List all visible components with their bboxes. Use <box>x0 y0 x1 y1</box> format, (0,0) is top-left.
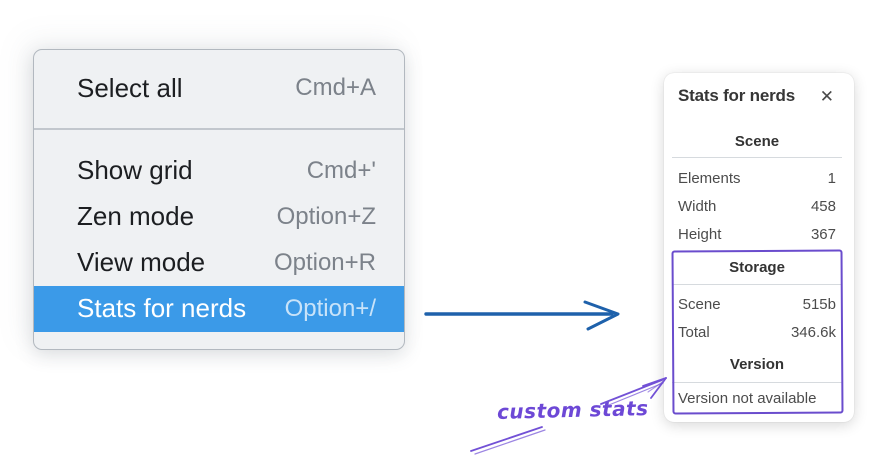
menu-item-shortcut: Option+Z <box>276 202 376 230</box>
menu-item-zen-mode[interactable]: Zen mode Option+Z <box>34 194 404 240</box>
scene-stats: Elements 1 Width 458 Height 367 <box>678 164 836 248</box>
menu-item-shortcut: Cmd+' <box>306 156 376 184</box>
stat-label: Total <box>678 323 710 341</box>
menu-item-view-mode[interactable]: View mode Option+R <box>34 240 404 286</box>
stat-label: Elements <box>678 169 741 187</box>
panel-title: Stats for nerds <box>678 86 795 105</box>
version-note: Version not available <box>678 390 817 407</box>
menu-item-label: Select all <box>77 72 183 103</box>
stats-panel: Stats for nerds ✕ Scene Elements 1 Width… <box>664 73 854 422</box>
custom-stats-annotation: custom stats <box>496 396 649 424</box>
stat-value: 458 <box>810 197 836 215</box>
section-heading-storage: Storage <box>729 259 785 276</box>
menu-item-stats-for-nerds[interactable]: Stats for nerds Option+/ <box>34 285 404 332</box>
stat-value: 346.6k <box>790 323 836 341</box>
menu-item-select-all[interactable]: Select all Cmd+A <box>34 65 404 111</box>
section-divider <box>672 284 842 285</box>
stat-row-elements: Elements 1 <box>678 164 836 192</box>
menu-item-shortcut: Cmd+A <box>295 74 376 101</box>
section-heading-scene: Scene <box>734 133 780 150</box>
pointer-arrow <box>424 300 620 331</box>
section-divider <box>672 382 842 383</box>
close-icon[interactable]: ✕ <box>819 86 834 106</box>
stat-row-width: Width 458 <box>678 192 836 220</box>
menu-item-shortcut: Option+/ <box>284 294 376 322</box>
stat-label: Width <box>678 197 717 215</box>
menu-item-label: Show grid <box>77 155 193 185</box>
section-divider <box>672 157 842 158</box>
menu-separator <box>34 128 404 130</box>
stat-row-total-storage: Total 346.6k <box>678 318 836 346</box>
stat-value: 367 <box>810 225 836 243</box>
context-menu: Select all Cmd+A Show grid Cmd+' Zen mod… <box>33 49 405 350</box>
stat-row-height: Height 367 <box>678 220 836 248</box>
stat-value: 1 <box>827 169 836 187</box>
stat-row-scene-storage: Scene 515b <box>678 290 836 318</box>
menu-item-shortcut: Option+R <box>273 248 376 276</box>
stat-label: Scene <box>678 295 721 313</box>
stats-panel-header: Stats for nerds ✕ <box>678 85 836 107</box>
stat-label: Height <box>678 225 722 243</box>
storage-stats: Scene 515b Total 346.6k <box>678 290 836 346</box>
menu-item-show-grid[interactable]: Show grid Cmd+' <box>34 148 404 194</box>
menu-item-label: Stats for nerds <box>77 293 247 323</box>
menu-item-label: View mode <box>77 247 206 277</box>
menu-item-label: Zen mode <box>77 201 195 231</box>
stat-value: 515b <box>802 295 836 313</box>
section-heading-version: Version <box>729 356 785 373</box>
